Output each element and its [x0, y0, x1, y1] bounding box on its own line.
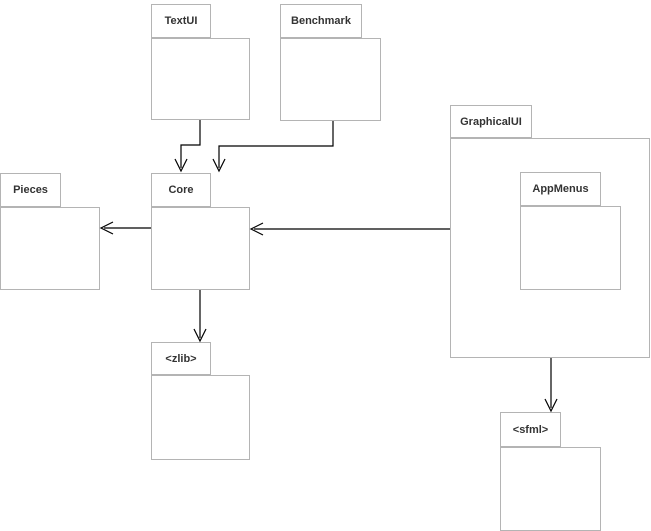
- arrowhead-icon: [249, 222, 264, 236]
- edge-benchmark-to-core: [212, 121, 334, 173]
- package-benchmark-tab[interactable]: Benchmark: [280, 4, 362, 38]
- package-appmenus-body[interactable]: [520, 206, 621, 290]
- package-zlib-label: <zlib>: [165, 352, 197, 365]
- edge-core-to-zlib: [193, 290, 207, 343]
- package-sfml[interactable]: <sfml>: [500, 412, 601, 531]
- package-core-label: Core: [168, 184, 194, 196]
- package-appmenus[interactable]: AppMenus: [520, 172, 621, 290]
- package-sfml-label: <sfml>: [512, 423, 549, 436]
- package-sfml-tab[interactable]: <sfml>: [500, 412, 561, 447]
- package-core-body[interactable]: [151, 207, 250, 290]
- package-zlib-body[interactable]: [151, 375, 250, 460]
- package-pieces-body[interactable]: [0, 207, 100, 290]
- package-zlib-tab[interactable]: <zlib>: [151, 342, 211, 375]
- package-textui-tab[interactable]: TextUI: [151, 4, 211, 38]
- package-zlib[interactable]: <zlib>: [151, 342, 250, 460]
- package-pieces[interactable]: Pieces: [0, 173, 100, 290]
- package-core-tab[interactable]: Core: [151, 173, 211, 207]
- edge-graphicalui-to-core: [249, 222, 450, 236]
- arrowhead-icon: [212, 158, 226, 173]
- package-sfml-body[interactable]: [500, 447, 601, 531]
- arrowhead-icon: [99, 221, 114, 235]
- package-core[interactable]: Core: [151, 173, 250, 290]
- arrowhead-icon: [544, 398, 558, 413]
- package-pieces-label: Pieces: [13, 184, 48, 196]
- edge-graphicalui-to-sfml: [544, 358, 558, 413]
- edge-textui-to-core-line: [180, 120, 201, 168]
- arrowhead-icon: [193, 328, 207, 343]
- edge-textui-to-core: [174, 120, 201, 173]
- package-textui-label: TextUI: [164, 15, 198, 27]
- package-textui[interactable]: TextUI: [151, 4, 250, 120]
- package-benchmark-body[interactable]: [280, 38, 381, 121]
- package-appmenus-tab[interactable]: AppMenus: [520, 172, 601, 206]
- package-appmenus-label: AppMenus: [532, 183, 589, 195]
- package-pieces-tab[interactable]: Pieces: [0, 173, 61, 207]
- package-textui-body[interactable]: [151, 38, 250, 120]
- package-benchmark[interactable]: Benchmark: [280, 4, 381, 121]
- package-benchmark-label: Benchmark: [291, 15, 351, 27]
- package-graphicalui-tab[interactable]: GraphicalUI: [450, 105, 532, 138]
- package-graphicalui-label: GraphicalUI: [460, 115, 522, 128]
- edge-benchmark-to-core-line: [218, 121, 334, 168]
- arrowhead-icon: [174, 158, 188, 173]
- edge-core-to-pieces: [99, 221, 151, 235]
